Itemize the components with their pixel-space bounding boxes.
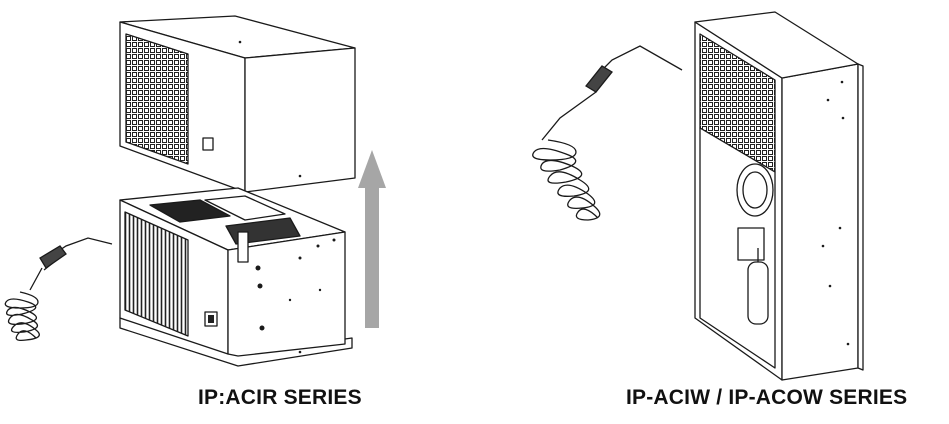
acir-cover bbox=[119, 15, 356, 193]
caption-aciw-acow-series: IP-ACIW / IP-ACOW SERIES bbox=[626, 386, 908, 409]
aciw-enclosure bbox=[694, 11, 864, 381]
enclosure-compressor bbox=[747, 261, 769, 325]
cover-cutout bbox=[202, 137, 214, 151]
caption-acir-series: IP:ACIR SERIES bbox=[198, 386, 362, 409]
refrigerant-charging-hose-icon bbox=[532, 45, 683, 221]
condenser-coil bbox=[124, 211, 189, 337]
cover-grille bbox=[125, 33, 189, 165]
refrigerant-charging-hose-icon bbox=[4, 237, 113, 342]
acir-chassis bbox=[119, 187, 353, 367]
lift-arrow-icon bbox=[358, 150, 386, 328]
